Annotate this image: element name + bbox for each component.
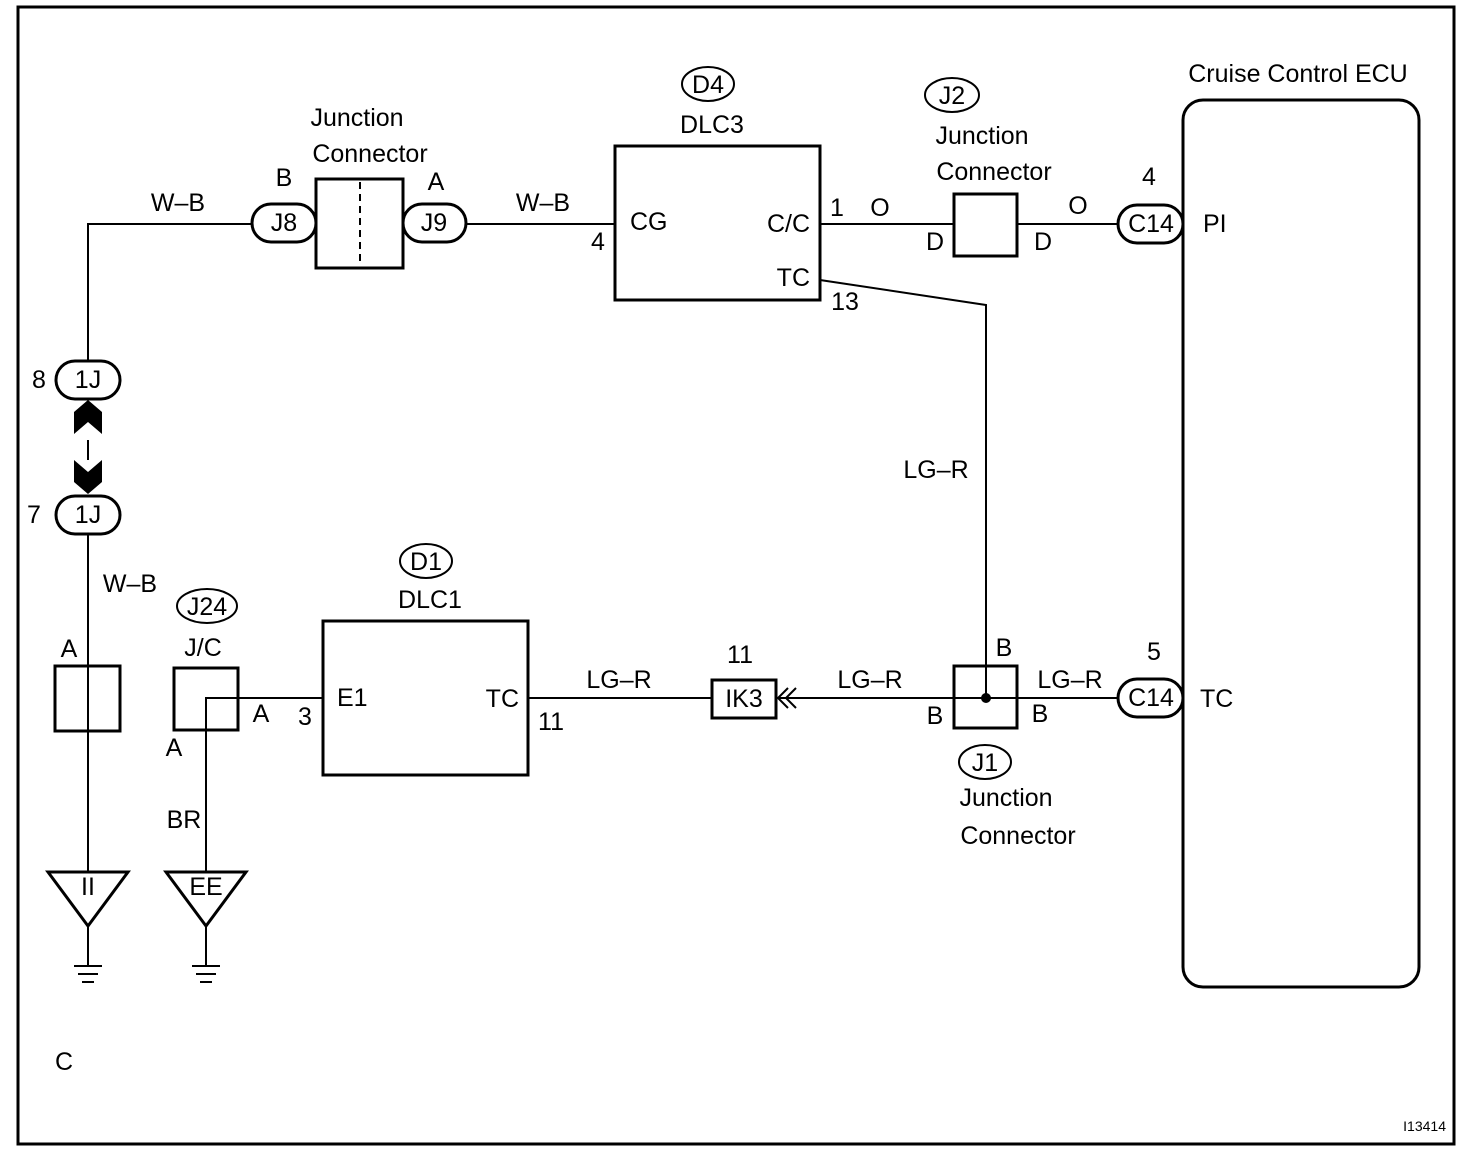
dlc3-num-tc: 13 bbox=[831, 288, 859, 316]
diagram-frame bbox=[16, 5, 1456, 1146]
dlc3-name: DLC3 bbox=[680, 111, 744, 139]
j1-top: B bbox=[996, 634, 1013, 662]
dlc3-num-cc: 1 bbox=[830, 194, 844, 222]
dlc3-pin-tc: TC bbox=[777, 264, 810, 292]
wire-label-wb-left: W–B bbox=[103, 570, 157, 598]
dlc3-badge-label: D4 bbox=[692, 71, 724, 99]
conn-1j-bottom-num: 7 bbox=[27, 501, 41, 529]
j1-line1: Junction bbox=[959, 784, 1052, 812]
connector-j9 bbox=[401, 202, 468, 244]
dlc3-badge bbox=[681, 66, 735, 102]
jc-top-side-a: A bbox=[428, 168, 445, 196]
dlc1-badge bbox=[399, 543, 453, 579]
connector-c14-top bbox=[1116, 203, 1185, 245]
j1-line2: Connector bbox=[960, 822, 1075, 850]
ik3-num: 11 bbox=[727, 641, 753, 669]
ecu-title: Cruise Control ECU bbox=[1188, 60, 1408, 88]
wire-label-wb-top-mid: W–B bbox=[516, 189, 570, 217]
wire-label-lgr-vertical: LG–R bbox=[903, 456, 968, 484]
wires bbox=[87, 223, 1118, 966]
connector-ik3 bbox=[710, 678, 778, 720]
ground-ii-label: II bbox=[81, 873, 95, 901]
wire-label-lgr-ecu: LG–R bbox=[1037, 666, 1102, 694]
wire-wb-top-left bbox=[87, 223, 252, 363]
j2-box bbox=[952, 192, 1019, 258]
ground-ii: II bbox=[45, 870, 131, 929]
wire-label-o-right: O bbox=[1068, 192, 1087, 220]
ground-symbol-ii-icon bbox=[74, 965, 102, 983]
connector-c14-bottom bbox=[1116, 677, 1185, 719]
j1-splice-dot bbox=[981, 693, 991, 703]
ground-symbol-ee-icon bbox=[192, 965, 220, 983]
connector-1j-top-label: 1J bbox=[75, 366, 101, 394]
j24-right: A bbox=[253, 700, 270, 728]
dlc1-pin-e1: E1 bbox=[337, 684, 368, 712]
j2-badge bbox=[924, 77, 980, 113]
j2-badge-label: J2 bbox=[939, 82, 965, 110]
wire-label-lgr-dlc1: LG–R bbox=[586, 666, 651, 694]
ground-ee: EE bbox=[163, 870, 249, 929]
connector-j9-label: J9 bbox=[421, 209, 447, 237]
wire-lgr-vertical bbox=[819, 279, 987, 698]
left-box-label: A bbox=[61, 635, 78, 663]
dlc3-pin-cg: CG bbox=[630, 208, 668, 236]
connector-j8-label: J8 bbox=[271, 209, 297, 237]
ground-ee-label: EE bbox=[189, 873, 222, 901]
connector-c14-top-label: C14 bbox=[1128, 210, 1174, 238]
j1-left: B bbox=[927, 702, 944, 730]
j1-right: B bbox=[1032, 700, 1049, 728]
figure-id: I13414 bbox=[1403, 1118, 1446, 1134]
jc-top-line1: Junction bbox=[310, 104, 403, 132]
dlc1-box bbox=[321, 619, 530, 777]
jc-top-side-b: B bbox=[276, 164, 293, 192]
c14-top-num: 4 bbox=[1142, 163, 1156, 191]
j1-badge-label: J1 bbox=[972, 749, 998, 777]
connector-1j-bottom-label: 1J bbox=[75, 501, 101, 529]
connector-ik3-label: IK3 bbox=[725, 685, 763, 713]
dlc3-pin-cc: C/C bbox=[767, 210, 810, 238]
dlc1-num-e1: 3 bbox=[298, 703, 312, 731]
cruise-control-ecu bbox=[1181, 98, 1421, 989]
connector-j8 bbox=[250, 202, 318, 244]
j2-line1: Junction bbox=[935, 122, 1028, 150]
ecu-pin-pi: PI bbox=[1203, 210, 1227, 238]
j24-badge bbox=[176, 588, 238, 624]
dlc1-num-tc: 11 bbox=[538, 708, 564, 736]
conn-1j-top-num: 8 bbox=[32, 366, 46, 394]
dlc1-badge-label: D1 bbox=[410, 548, 442, 576]
connector-1j-bottom bbox=[54, 494, 122, 536]
connector-mating-icon bbox=[74, 400, 102, 494]
wire-label-br: BR bbox=[167, 806, 202, 834]
j24-badge-label: J24 bbox=[187, 593, 227, 621]
connector-1j-top bbox=[54, 359, 122, 401]
j2-line2: Connector bbox=[936, 158, 1051, 186]
wire-label-lgr-ik3: LG–R bbox=[837, 666, 902, 694]
chevron-left-icon bbox=[776, 687, 797, 709]
jc-top-line2: Connector bbox=[312, 140, 427, 168]
wire-label-o-left: O bbox=[870, 194, 889, 222]
connector-c14-bottom-label: C14 bbox=[1128, 684, 1174, 712]
c14-bottom-num: 5 bbox=[1147, 638, 1161, 666]
j2-right: D bbox=[1034, 228, 1052, 256]
dlc1-name: DLC1 bbox=[398, 586, 462, 614]
j24-internal-wire bbox=[205, 697, 238, 730]
ecu-pin-tc: TC bbox=[1200, 685, 1233, 713]
dlc1-pin-tc: TC bbox=[486, 685, 519, 713]
j1-badge bbox=[958, 744, 1012, 780]
wire-label-wb-top-left: W–B bbox=[151, 189, 205, 217]
j24-bottom: A bbox=[166, 734, 183, 762]
dlc3-num-cg: 4 bbox=[591, 228, 605, 256]
j24-name: J/C bbox=[184, 634, 222, 662]
j2-left: D bbox=[926, 228, 944, 256]
corner-label: C bbox=[55, 1048, 73, 1076]
dlc3-box bbox=[613, 144, 822, 302]
